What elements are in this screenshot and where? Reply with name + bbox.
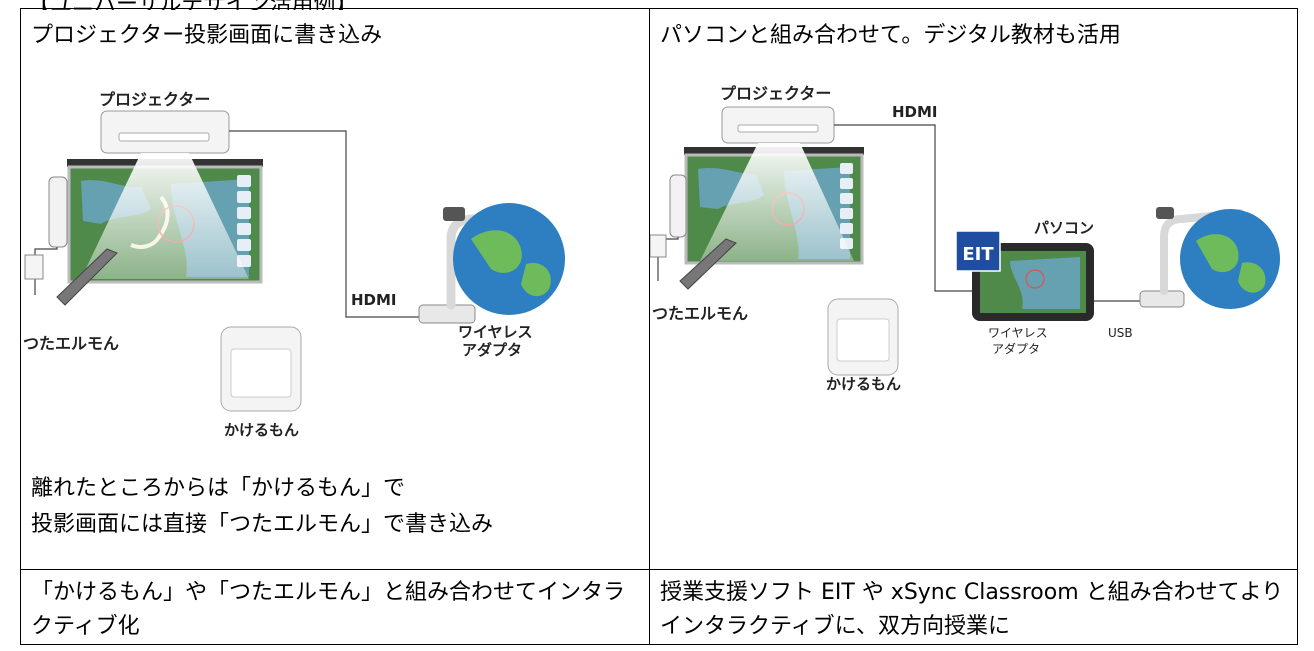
projector-label: プロジェクター — [99, 90, 210, 109]
pen-holder-icon — [669, 174, 687, 238]
pen-icon — [679, 238, 737, 290]
right-panel: パソコンと組み合わせて。デジタル教材も活用 プロジェクター HDMI — [649, 8, 1298, 570]
pc-label: パソコン — [1034, 219, 1094, 237]
pen-holder-icon — [48, 176, 68, 248]
left-bottom-cell: 「かけるもん」や「つたエルモん」と組み合わせてインタラクティブ化 — [20, 569, 650, 645]
kakerumon-label: かけるもん — [224, 421, 299, 439]
cut-off-title-text: 【ユニバーサルデザイン活用例】 — [28, 0, 358, 10]
hdmi-label: HDMI — [351, 291, 397, 309]
eit-logo — [955, 230, 1001, 272]
example-table: プロジェクター投影画面に書き込み プロジェクター HDMI — [20, 8, 1298, 645]
projector-label: プロジェクター — [720, 84, 831, 103]
right-heading: パソコンと組み合わせて。デジタル教材も活用 — [660, 23, 1121, 48]
adapter-label-1: ワイヤレス — [458, 323, 533, 341]
pen-icon — [56, 248, 118, 306]
hdmi-cable — [834, 124, 972, 292]
left-panel: プロジェクター投影画面に書き込み プロジェクター HDMI — [20, 8, 650, 570]
left-caption-1: 離れたところからは「かけるもん」で — [31, 476, 406, 501]
projector-icon — [100, 110, 230, 154]
projection-beam — [700, 143, 854, 261]
hdmi-cable — [229, 130, 419, 318]
left-heading: プロジェクター投影画面に書き込み — [31, 23, 383, 48]
right-diagram: プロジェクター HDMI — [650, 84, 1280, 393]
document-camera-icon — [1139, 207, 1244, 308]
left-diagram: プロジェクター HDMI — [23, 90, 565, 439]
adapter-label-2: アダプタ — [992, 341, 1040, 356]
adapter-label-1: ワイヤレス — [988, 326, 1048, 340]
left-caption-2: 投影画面には直接「つたエルモん」で書き込み — [31, 512, 494, 537]
kakerumon-label: かけるもん — [826, 375, 901, 393]
projection-beam — [81, 153, 249, 279]
right-bottom-text: 授業支援ソフト EIT や xSync Classroom と組み合わせてよりイ… — [660, 580, 1284, 639]
adapter-label-2: アダプタ — [462, 341, 522, 359]
eit-logo-text: EIT — [962, 244, 994, 265]
left-bottom-text: 「かけるもん」や「つたエルモん」と組み合わせてインタラクティブ化 — [31, 580, 626, 639]
right-bottom-cell: 授業支援ソフト EIT や xSync Classroom と組み合わせてよりイ… — [649, 569, 1298, 645]
tutaerumon-label: つたエルモん — [652, 304, 748, 323]
usb-label: USB — [1108, 326, 1133, 340]
hdmi-label: HDMI — [892, 103, 938, 121]
cut-off-title: 【ユニバーサルデザイン活用例】 — [0, 0, 1314, 10]
tutaerumon-label: つたエルモん — [23, 334, 119, 353]
